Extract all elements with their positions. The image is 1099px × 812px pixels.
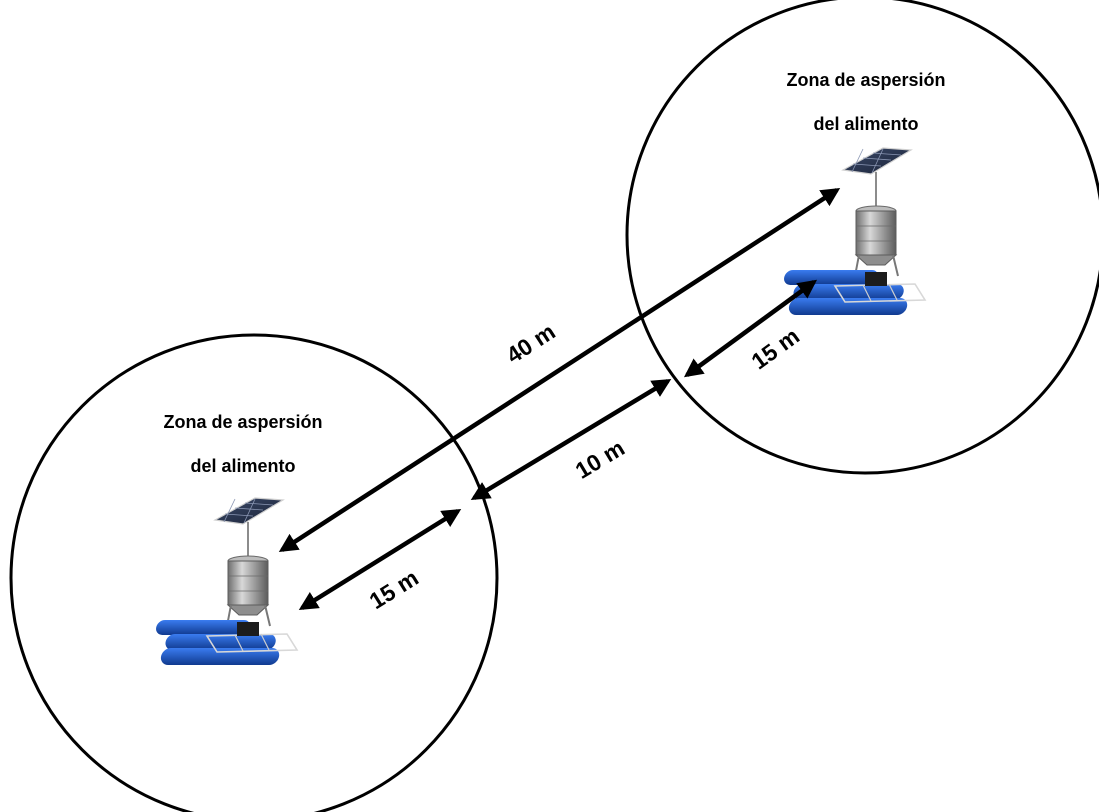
arrow-40m — [278, 187, 841, 553]
distance-label-10m: 10 m — [571, 434, 629, 483]
distance-label-40m: 40 m — [502, 318, 560, 368]
arrow-15m-left — [298, 509, 462, 610]
distance-label-15m-right: 15 m — [746, 323, 804, 375]
distance-label-15m-left: 15 m — [365, 564, 423, 614]
feeder-icon-left — [153, 497, 298, 666]
zone-label-right-line1: Zona de aspersión — [786, 70, 945, 90]
zone-label-left-line1: Zona de aspersión — [163, 412, 322, 432]
zone-label-right-line2: del alimento — [813, 114, 918, 134]
zone-label-left-line2: del alimento — [190, 456, 295, 476]
zone-circle-left — [9, 333, 499, 812]
arrow-10m — [470, 379, 672, 500]
arrow-15m-right — [683, 279, 818, 378]
